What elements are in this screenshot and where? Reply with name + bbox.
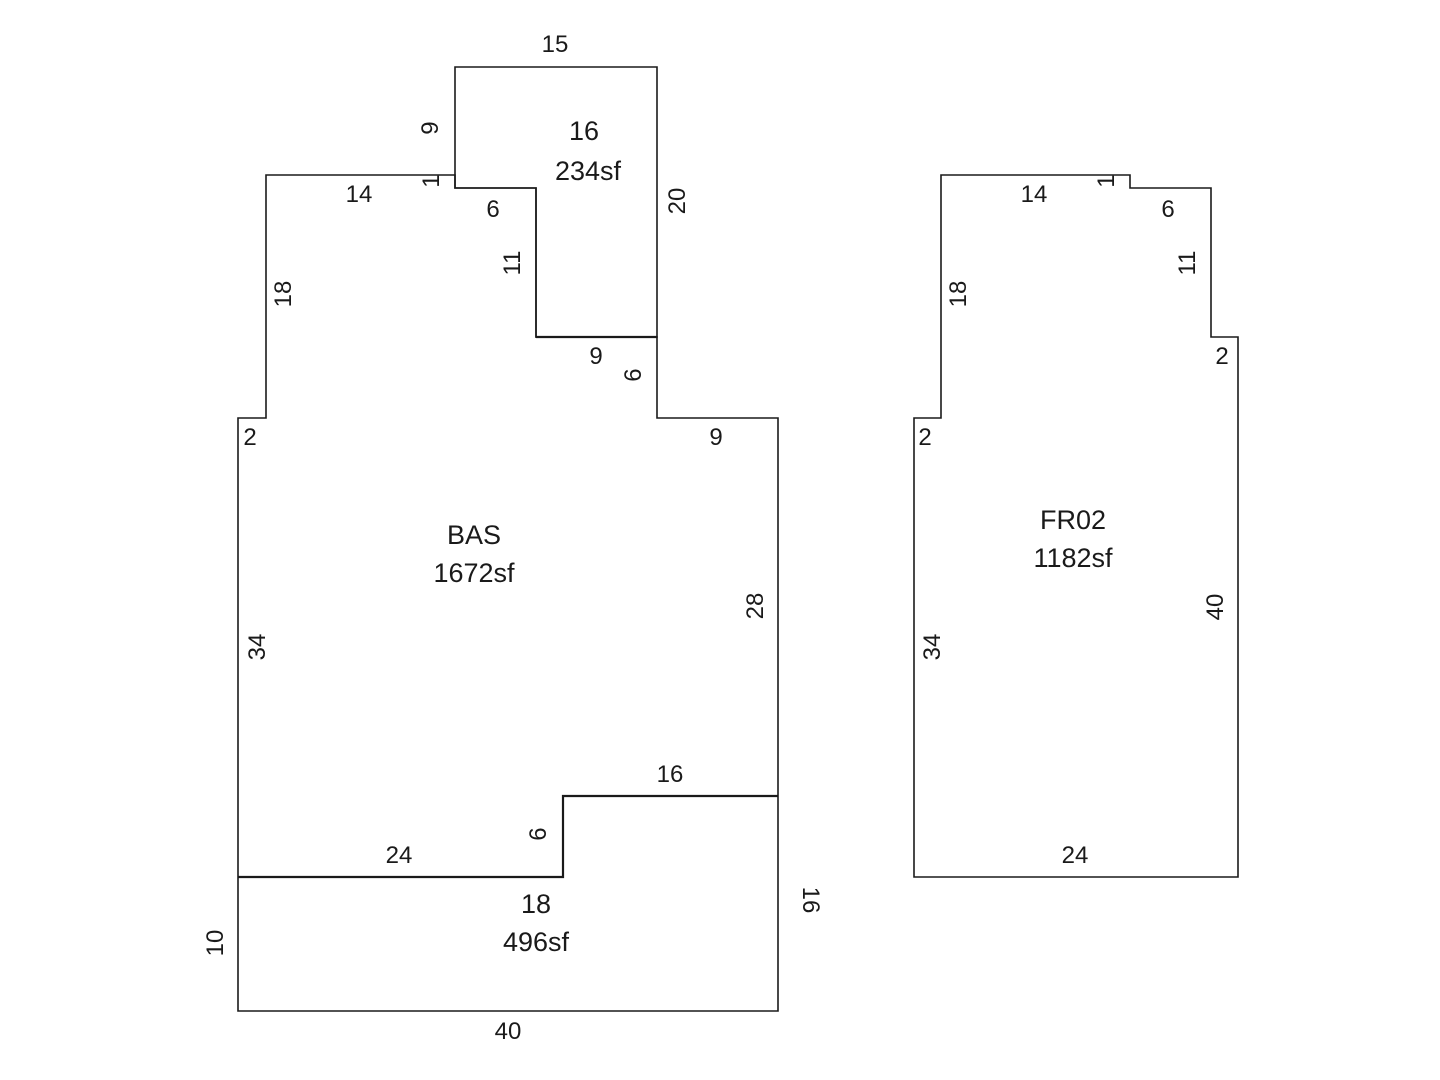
dim-fr-bottom: 24	[1062, 842, 1089, 869]
upper-area-outline	[454, 66, 658, 338]
dim-fr-jog-1: 1	[1093, 174, 1120, 187]
dim-lower-left: 10	[202, 930, 229, 957]
dim-bas-left-upper: 18	[270, 281, 297, 308]
dim-upper-right: 20	[664, 188, 691, 215]
dim-fr-left-upper: 18	[945, 281, 972, 308]
dim-fr-step-side: 11	[1174, 251, 1201, 276]
dim-bas-bottom-left: 24	[386, 842, 413, 869]
bas-area-code: BAS	[447, 520, 501, 550]
dim-bas-top-left: 14	[346, 181, 373, 208]
dim-upper-left: 9	[417, 121, 444, 134]
dim-bas-notch-side: 11	[499, 251, 526, 276]
dim-bas-notch-top: 6	[486, 196, 499, 223]
dim-bas-step-right: 6	[620, 368, 647, 381]
fr02-outline	[913, 174, 1239, 878]
bas-outline	[237, 174, 779, 1012]
dim-fr-right-jog: 2	[1215, 343, 1228, 370]
dim-bas-right: 28	[742, 593, 769, 620]
dim-bas-bottom-right: 16	[657, 761, 684, 788]
dim-lower-right: 16	[797, 887, 824, 914]
upper-area-size: 234sf	[555, 156, 622, 186]
dim-upper-top: 15	[542, 31, 569, 58]
dim-fr-step-top: 6	[1161, 196, 1174, 223]
dim-bas-left-lower: 34	[244, 634, 271, 661]
dim-fr-top: 14	[1021, 181, 1048, 208]
dim-bas-notch-bottom: 9	[589, 343, 602, 370]
upper-area-code: 16	[569, 116, 599, 146]
lower-area-code: 18	[521, 889, 551, 919]
dim-fr-right: 40	[1202, 594, 1229, 621]
fr02-area-size: 1182sf	[1033, 543, 1113, 573]
fr02-area-code: FR02	[1040, 505, 1106, 535]
dim-fr-left-lower: 34	[919, 634, 946, 661]
lower-area-divider	[238, 794, 778, 879]
dim-fr-left-jog: 2	[918, 424, 931, 451]
lower-area-size: 496sf	[503, 927, 570, 957]
dim-bas-left-jog: 2	[243, 424, 256, 451]
dim-lower-bottom: 40	[495, 1018, 522, 1045]
dim-bas-ledge-right: 9	[709, 424, 722, 451]
bas-area-size: 1672sf	[433, 558, 515, 588]
dim-bas-bottom-step: 6	[525, 827, 552, 840]
dim-bas-jog-1: 1	[418, 174, 445, 187]
